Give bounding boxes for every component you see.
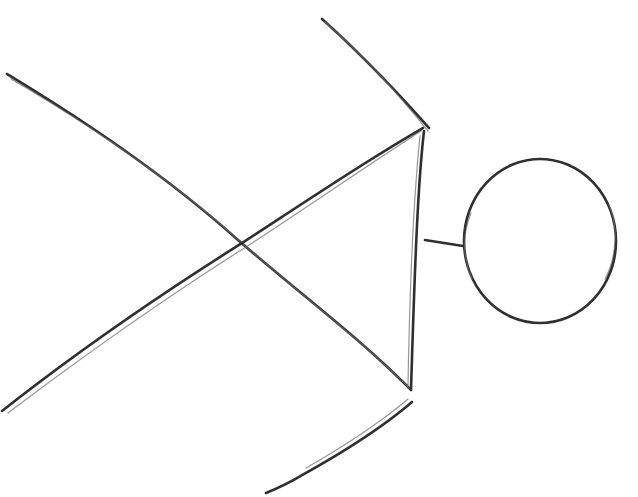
diagonal-line-upper-left: [7, 74, 411, 390]
diagonal-line-upper-left-retrace: [11, 79, 410, 389]
bottom-short-diagonal-line: [266, 402, 412, 493]
top-short-diagonal-line: [322, 19, 429, 128]
diagonal-line-lower-left: [2, 128, 423, 411]
circle-connector-line: [425, 240, 463, 246]
top-short-diagonal-line-retrace: [325, 22, 428, 131]
circle-shape: [464, 159, 616, 323]
bottom-short-diagonal-line-retrace: [306, 399, 408, 468]
diagonal-line-lower-left-retrace: [8, 131, 421, 413]
vertical-triangle-edge-retrace: [408, 136, 420, 386]
